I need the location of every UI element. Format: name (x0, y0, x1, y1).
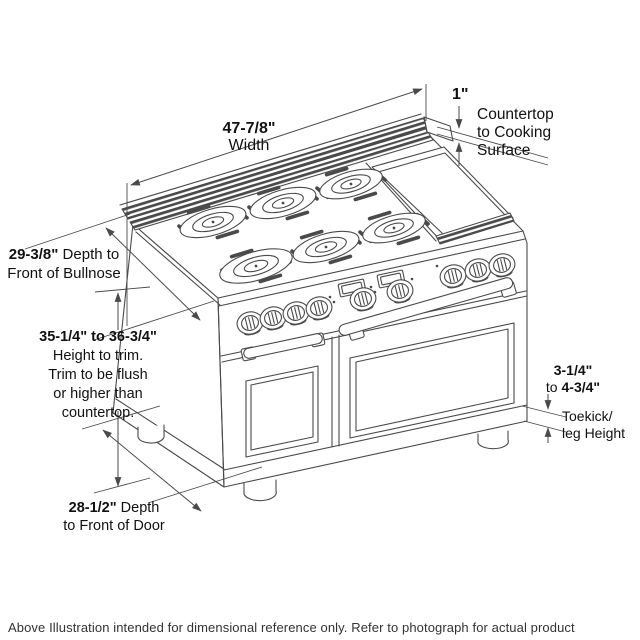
dimension-lines (24, 84, 567, 512)
height-trim-value: 35-1/4" to 36-3/4" (39, 329, 157, 345)
left-oven-door-panel (245, 365, 319, 458)
toekick-value-min: 3-1/4" (553, 362, 593, 378)
countertop-gap-label: Countertop to Cooking Surface (477, 106, 554, 159)
front-right-leg (477, 430, 509, 450)
door-depth-label: 28-1/2" Depth to Front of Door (63, 500, 165, 534)
control-knobs (236, 253, 516, 336)
front-left-leg (243, 479, 277, 502)
width-text: Width (228, 137, 270, 154)
toekick-text-label: Toekick/ leg Height (562, 408, 626, 441)
door-depth-value: 28-1/2" (68, 500, 117, 516)
width-dimension-label: 47-7/8" Width (179, 120, 319, 154)
countertop-gap-value: 1" (452, 86, 469, 103)
left-door-handle (240, 332, 326, 362)
right-oven-door-window (349, 322, 515, 439)
door-divider (331, 334, 340, 448)
countertop-gap-dimension (436, 106, 549, 166)
right-door-handle (338, 277, 517, 341)
left-leg (137, 424, 165, 444)
toekick-value-max: 4-3/4" (561, 378, 601, 395)
bullnose-depth-label: 29-3/8" Depth to Front of Bullnose (7, 246, 121, 282)
bullnose-depth-value: 29-3/8" (8, 246, 59, 263)
bullnose-depth-dimension (24, 213, 215, 341)
indicator-lights (328, 264, 439, 304)
width-value: 47-7/8" (222, 120, 276, 137)
range-body (112, 113, 528, 502)
door-depth-dimension (81, 405, 263, 512)
footer-disclaimer: Above Illustration intended for dimensio… (8, 620, 575, 640)
height-trim-label: 35-1/4" to 36-3/4" Height to trim. Trim … (14, 328, 182, 423)
toekick-value-label: 3-1/4" to 4-3/4" (531, 362, 615, 395)
toekick-dimension (521, 394, 567, 443)
